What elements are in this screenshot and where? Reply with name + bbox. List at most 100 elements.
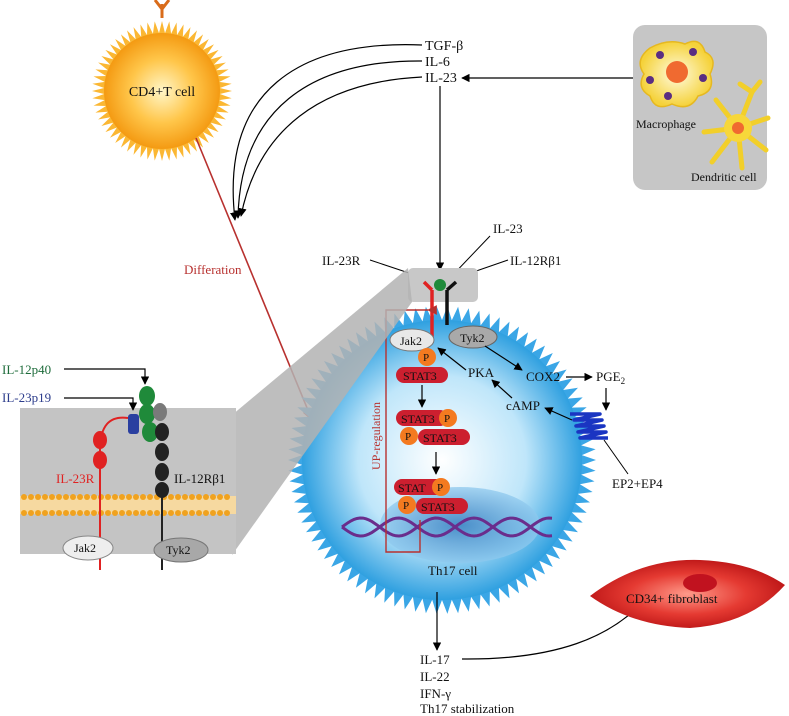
lipid-head: [112, 494, 118, 500]
lipid-head: [56, 510, 62, 516]
cd4-cell-label: CD4+T cell: [129, 85, 195, 100]
inset-il23p19: [128, 414, 139, 434]
apc-box: Macrophage Dendritic cell: [633, 25, 771, 190]
lipid-head: [35, 510, 41, 516]
lipid-head: [63, 494, 69, 500]
arrow-il23-curve: [238, 76, 423, 217]
lipid-head: [77, 510, 83, 516]
ep-receptor-icon: [570, 412, 608, 440]
lipid-head: [42, 510, 48, 516]
arrow-il12p40: [64, 368, 150, 385]
il23r-chain: [422, 280, 434, 340]
stat3-monomer: [396, 367, 448, 383]
cytokine-il23: IL-23: [425, 71, 457, 86]
phospho-p: [418, 348, 436, 366]
th17-cell-label: Th17 cell: [428, 563, 478, 578]
phospho-p: [432, 478, 450, 496]
lipid-head: [70, 510, 76, 516]
lipid-head: [119, 510, 125, 516]
differentiation-label: Differation: [184, 262, 242, 277]
phospho-p-label: P: [405, 431, 411, 443]
inset-tyk2: [153, 537, 209, 563]
lipid-head: [21, 494, 27, 500]
arrow-pka-to-jak2: [437, 347, 467, 371]
stat3-nuclear-b: [416, 498, 468, 514]
lipid-head: [203, 494, 209, 500]
lipid-head: [147, 494, 153, 500]
dendritic-cell-nucleus: [732, 122, 744, 134]
il23-receptor-ligand-label: IL-23: [493, 221, 523, 236]
lipid-head: [203, 510, 209, 516]
cd34-fibroblast: CD34+ fibroblast: [590, 559, 785, 628]
zoom-wedge: [232, 268, 412, 555]
stat3-monomer-label: STAT3: [403, 369, 437, 383]
cd4-cell-body: [104, 33, 220, 149]
lipid-head: [49, 494, 55, 500]
lipid-head: [28, 494, 34, 500]
inset-il12p40-domain: [139, 386, 155, 406]
inset-bg: [20, 408, 236, 554]
pge2-label: PGE2: [596, 369, 625, 386]
lipid-head: [168, 510, 174, 516]
output-ifn-gamma: IFN-γ: [420, 686, 451, 701]
lipid-head: [112, 510, 118, 516]
inset-jak2-label: Jak2: [74, 541, 96, 555]
lipid-head: [105, 494, 111, 500]
tyk2-main: [448, 325, 498, 349]
inset-jak2: [62, 535, 114, 561]
inset-tyk2-label: Tyk2: [166, 543, 191, 557]
macrophage-granule: [664, 92, 672, 100]
jak2-main-label: Jak2: [400, 334, 422, 348]
stat3-dimer-a: [396, 410, 448, 426]
inset-il23r-domain: [93, 431, 107, 449]
lipid-head: [42, 494, 48, 500]
lipid-head: [147, 510, 153, 516]
stat3-nuclear-a-label: STAT: [398, 481, 426, 495]
output-il22: IL-22: [420, 669, 450, 684]
inset-il23r-label: IL-23R: [56, 471, 95, 486]
lipid-head: [77, 494, 83, 500]
lipid-head: [21, 510, 27, 516]
output-il17: IL-17: [420, 652, 450, 667]
lipid-head: [175, 494, 181, 500]
lipid-head: [56, 494, 62, 500]
arrow-il17-to-fibroblast: [461, 604, 641, 660]
lipid-head: [210, 494, 216, 500]
lipid-head: [154, 510, 160, 516]
il12p40-label: IL-12p40: [2, 362, 51, 377]
lipid-head: [105, 510, 111, 516]
lipid-head: [35, 494, 41, 500]
phospho-p: [398, 496, 416, 514]
inset-il23r-domain: [93, 451, 107, 469]
lipid-head: [217, 510, 223, 516]
fibroblast-body: [590, 559, 785, 628]
dendritic-cell-label: Dendritic cell: [691, 170, 757, 184]
phospho-p-label: P: [423, 352, 429, 364]
il23r-label: IL-23R: [322, 253, 361, 268]
ep-label: EP2+EP4: [612, 476, 663, 491]
lipid-head: [140, 494, 146, 500]
camp-label: cAMP: [506, 398, 540, 413]
tyk2-main-label: Tyk2: [460, 331, 485, 345]
lipid-head: [224, 494, 230, 500]
inset-il23r-chain: [99, 416, 129, 570]
receptor-inset: IL-23R IL-12Rβ1 Jak2 Tyk2: [20, 386, 236, 570]
phospho-p-label: P: [437, 482, 443, 494]
il12rb1-label: IL-12Rβ1: [510, 253, 561, 268]
lipid-head: [126, 510, 132, 516]
lipid-head: [133, 510, 139, 516]
lipid-head: [119, 494, 125, 500]
lipid-head: [84, 494, 90, 500]
lipid-head: [217, 494, 223, 500]
lipid-head: [140, 510, 146, 516]
stat3-cascade: P STAT3 STAT3 P P STAT3 STAT P P STAT3: [394, 348, 470, 514]
upregulation-label: UP-regulation: [369, 402, 383, 470]
lipid-head: [70, 494, 76, 500]
lipid-head: [175, 510, 181, 516]
lipid-head: [28, 510, 34, 516]
fibroblast-nucleus: [683, 574, 717, 592]
lipid-head: [182, 510, 188, 516]
macrophage-label: Macrophage: [636, 117, 696, 131]
fibroblast-label: CD34+ fibroblast: [626, 591, 718, 606]
